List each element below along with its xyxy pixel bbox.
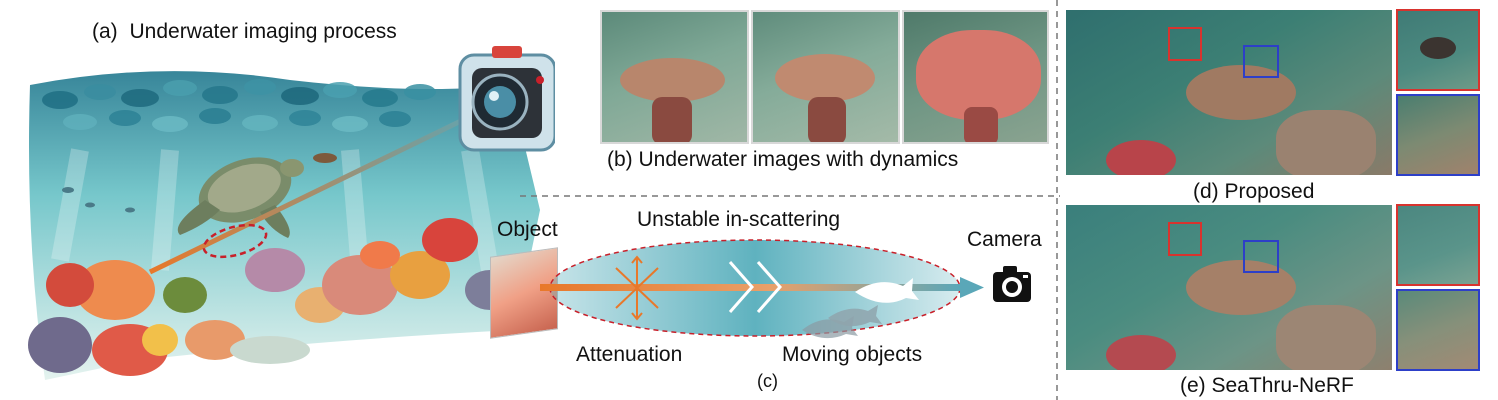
- dynamic-image-2: [751, 10, 900, 144]
- attenuation-label: Attenuation: [576, 343, 683, 366]
- object-label: Object: [497, 218, 558, 241]
- separator-horizontal: [520, 195, 1060, 197]
- proposed-zoom-box-red: [1168, 27, 1202, 61]
- seathru-zoom-box-red: [1168, 222, 1202, 256]
- scatter-arrows: [615, 255, 659, 321]
- panel-b-caption: (b) Underwater images with dynamics: [607, 148, 959, 171]
- seathru-nerf-result-image: [1066, 205, 1392, 370]
- underwater-scene-illustration: [28, 46, 555, 380]
- dynamic-image-3: [902, 10, 1049, 144]
- proposed-zoom-inset-blue: [1396, 94, 1480, 176]
- attenuation-chevrons: [728, 261, 782, 313]
- panel-a-tag: (a): [92, 20, 118, 43]
- dynamic-image-1: [600, 10, 749, 144]
- panel-d-caption: (d) Proposed: [1193, 180, 1315, 203]
- panel-a-title: (a) Underwater imaging process: [92, 20, 397, 44]
- coral-reef: [28, 218, 515, 376]
- seathru-zoom-inset-blue: [1396, 289, 1480, 371]
- seathru-zoom-inset-red: [1396, 204, 1480, 286]
- scattering-label: Unstable in-scattering: [637, 208, 841, 231]
- seathru-zoom-box-blue: [1243, 240, 1279, 273]
- camera-label: Camera: [967, 228, 1042, 251]
- camera-icon: [993, 266, 1031, 302]
- panel-c-tag: (c): [757, 371, 778, 391]
- moving-fish: [802, 278, 919, 339]
- proposed-result-image: [1066, 10, 1392, 175]
- light-ray-arrowhead: [960, 277, 984, 298]
- panel-a-title-text: Underwater imaging process: [129, 20, 397, 43]
- camera-housing-illustration: [458, 46, 555, 152]
- separator-vertical: [1056, 0, 1058, 400]
- moving-objects-label: Moving objects: [782, 343, 923, 366]
- proposed-zoom-box-blue: [1243, 45, 1279, 78]
- panel-e-caption: (e) SeaThru-NeRF: [1180, 374, 1354, 397]
- physics-diagram: [540, 239, 984, 339]
- proposed-zoom-inset-red: [1396, 9, 1480, 91]
